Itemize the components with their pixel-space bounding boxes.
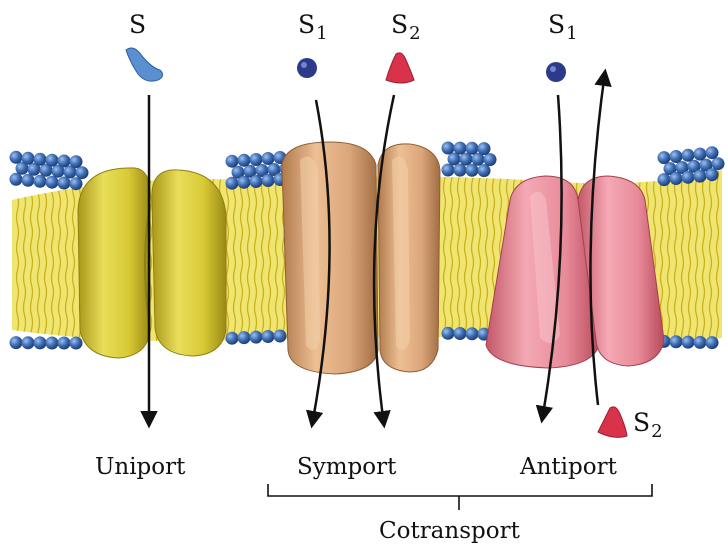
- lipid-head: [466, 142, 479, 155]
- lipid-head: [76, 166, 89, 179]
- lipid-head: [682, 171, 695, 184]
- lipid-head: [682, 149, 695, 162]
- lipid-head: [442, 327, 455, 340]
- lipid-head: [226, 155, 239, 168]
- uniport-substrate-label: S: [129, 12, 146, 37]
- symport-s2-particle: [386, 53, 414, 83]
- label-subscript: 1: [566, 23, 577, 44]
- symport-caption: Symport: [297, 456, 396, 479]
- lipid-head: [238, 331, 251, 344]
- lipid-head: [250, 153, 263, 166]
- lipid-head: [34, 336, 47, 349]
- lipid-head: [658, 173, 671, 186]
- label-s: S: [129, 10, 146, 39]
- lipid-head: [274, 330, 287, 343]
- lipid-head: [70, 155, 83, 168]
- label-s-main: S: [548, 10, 565, 39]
- lipid-head: [34, 153, 47, 166]
- uniport-substrate-particle: [126, 48, 163, 81]
- lipid-head: [10, 173, 23, 186]
- lipid-head: [262, 152, 275, 165]
- lipid-head: [712, 157, 725, 170]
- cotransport-bracket: [268, 484, 652, 510]
- lipid-head: [670, 172, 683, 185]
- antiport-protein: [486, 176, 664, 368]
- lipid-head: [262, 174, 275, 187]
- lipid-head: [706, 336, 719, 349]
- lipid-head: [454, 164, 467, 177]
- lipid-head: [262, 330, 275, 343]
- label-subscript: 1: [316, 23, 327, 44]
- lipid-head: [70, 177, 83, 190]
- lipid-head: [58, 177, 71, 190]
- lipid-head: [46, 154, 59, 167]
- lipid-head: [484, 153, 497, 166]
- lipid-head: [442, 164, 455, 177]
- antiport-s2-label: S2: [633, 410, 663, 435]
- lipid-head: [466, 164, 479, 177]
- lipid-head: [22, 174, 35, 187]
- cotransport-caption: Cotransport: [379, 520, 520, 543]
- lipid-head: [46, 337, 59, 350]
- lipid-head: [34, 175, 47, 188]
- lipid-head: [658, 151, 671, 164]
- lipid-head: [250, 331, 263, 344]
- lipid-head: [670, 335, 683, 348]
- label-s-main: S: [391, 10, 408, 39]
- lipid-head: [46, 176, 59, 189]
- lipid-head: [706, 168, 719, 181]
- symport-s1-particle: [297, 58, 317, 78]
- label-subscript: 2: [409, 23, 420, 44]
- lipid-head: [226, 332, 239, 345]
- lipid-head: [22, 336, 35, 349]
- lipid-head: [466, 327, 479, 340]
- lipid-head: [442, 142, 455, 155]
- antiport-s2-particle: [598, 407, 627, 437]
- lipid-head: [478, 142, 491, 155]
- lipid-head: [10, 336, 23, 349]
- label-s-main: S: [298, 10, 315, 39]
- lipid-head: [694, 148, 707, 161]
- symport-protein: [282, 142, 440, 374]
- lipid-head: [58, 155, 71, 168]
- lipid-head: [706, 146, 719, 159]
- lipid-head: [226, 177, 239, 190]
- lipid-head: [454, 327, 467, 340]
- lipid-head: [694, 170, 707, 183]
- uniport-caption: Uniport: [95, 456, 185, 479]
- lipid-head: [454, 142, 467, 155]
- lipid-head: [478, 164, 491, 177]
- lipid-head: [682, 336, 695, 349]
- antiport-s1-label: S1: [548, 12, 578, 37]
- lipid-head: [670, 150, 683, 163]
- label-subscript: 2: [651, 421, 662, 442]
- symport-s1-label: S1: [298, 12, 328, 37]
- lipid-head: [238, 154, 251, 167]
- label-s-main: S: [633, 408, 650, 437]
- lipid-head: [70, 337, 83, 350]
- lipid-head: [238, 176, 251, 189]
- lipid-head: [694, 336, 707, 349]
- lipid-head: [448, 153, 461, 166]
- antiport-s1-particle: [546, 62, 566, 82]
- symport-s2-label: S2: [391, 12, 421, 37]
- lipid-head: [58, 337, 71, 350]
- lipid-head: [250, 175, 263, 188]
- lipid-head: [10, 151, 23, 164]
- lipid-head: [22, 152, 35, 165]
- antiport-caption: Antiport: [520, 456, 617, 479]
